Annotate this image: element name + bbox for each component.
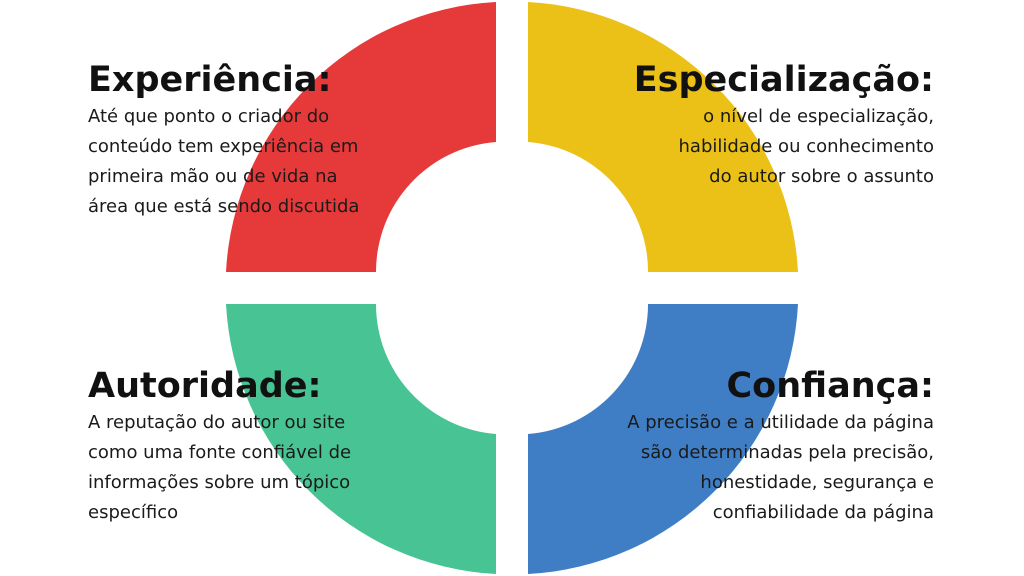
autoridade-block: Autoridade: A reputação do autor ou site… (88, 366, 428, 528)
autoridade-line: informações sobre um tópico (88, 472, 351, 493)
experiencia-block: Experiência: Até que ponto o criador do … (88, 60, 428, 222)
confianca-line: honestidade, segurança e (700, 472, 934, 493)
especializacao-description: o nível de especialização, habilidade ou… (594, 102, 934, 192)
especializacao-line: do autor sobre o assunto (709, 166, 934, 187)
especializacao-block: Especialização: o nível de especializaçã… (594, 60, 934, 192)
confianca-segment (528, 304, 798, 574)
autoridade-segment (226, 304, 496, 574)
confianca-line: confiabilidade da página (712, 502, 934, 523)
experiencia-line: conteúdo tem experiência em (88, 136, 359, 157)
experiencia-line: área que está sendo discutida (88, 196, 360, 217)
confianca-block: Confiança: A precisão e a utilidade da p… (594, 366, 934, 528)
autoridade-title: Autoridade: (88, 366, 322, 406)
autoridade-line: A reputação do autor ou site (88, 412, 346, 433)
experiencia-description: Até que ponto o criador do conteúdo tem … (88, 102, 428, 222)
confianca-line: A precisão e a utilidade da página (627, 412, 934, 433)
experiencia-segment (226, 2, 496, 272)
confianca-description: A precisão e a utilidade da página são d… (594, 408, 934, 528)
experiencia-title: Experiência: (88, 60, 332, 100)
autoridade-line: como uma fonte confiável de (88, 442, 352, 463)
autoridade-line: específico (88, 502, 179, 523)
experiencia-line: Até que ponto o criador do (88, 106, 330, 127)
especializacao-title: Especialização: (633, 60, 934, 100)
autoridade-description: A reputação do autor ou site como uma fo… (88, 408, 428, 528)
especializacao-segment (528, 2, 798, 272)
especializacao-line: o nível de especialização, (703, 106, 934, 127)
confianca-line: são determinadas pela precisão, (640, 442, 934, 463)
especializacao-line: habilidade ou conhecimento (678, 136, 934, 157)
experiencia-line: primeira mão ou de vida na (88, 166, 338, 187)
confianca-title: Confiança: (726, 366, 935, 406)
